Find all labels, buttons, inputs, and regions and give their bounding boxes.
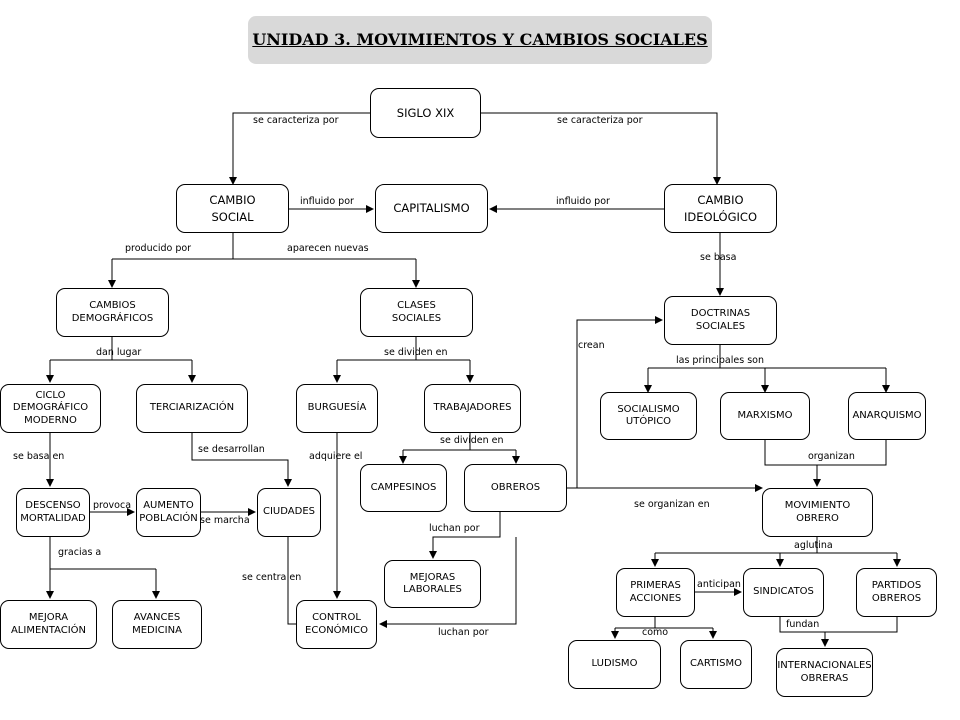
- edge-label: luchan por: [438, 627, 489, 638]
- edge-label: producido por: [125, 243, 192, 254]
- edge-label: influido por: [556, 196, 610, 207]
- connector: [481, 112, 721, 185]
- connector: [429, 512, 501, 559]
- node-capitalismo: CAPITALISMO: [375, 184, 488, 233]
- node-trabajadores: TRABAJADORES: [424, 384, 521, 433]
- page-title: UNIDAD 3. MOVIMIENTOS Y CAMBIOS SOCIALES: [252, 30, 708, 49]
- node-terciarizacion: TERCIARIZACIÓN: [136, 384, 248, 433]
- edge-label: anticipan: [697, 579, 741, 590]
- node-internacionales-obreras: INTERNACIONALES OBRERAS: [776, 648, 873, 697]
- node-siglo-xix: SIGLO XIX: [370, 88, 481, 138]
- node-anarquismo: ANARQUISMO: [848, 392, 926, 440]
- edge-label: dan lugar: [96, 347, 142, 358]
- node-obreros: OBREROS: [464, 464, 567, 512]
- node-ciclo-demografico: CICLO DEMOGRÁFICO MODERNO: [0, 384, 101, 433]
- node-cambio-social: CAMBIO SOCIAL: [176, 184, 289, 233]
- node-aumento-poblacion: AUMENTO POBLACIÓN: [136, 488, 201, 537]
- edge-label: aparecen nuevas: [287, 243, 369, 254]
- node-marxismo: MARXISMO: [720, 392, 810, 440]
- node-avances-medicina: AVANCES MEDICINA: [112, 600, 202, 649]
- node-partidos-obreros: PARTIDOS OBREROS: [856, 568, 937, 617]
- edge-label: se centra en: [242, 572, 302, 583]
- node-ludismo: LUDISMO: [568, 640, 661, 689]
- title-banner: UNIDAD 3. MOVIMIENTOS Y CAMBIOS SOCIALES: [248, 16, 712, 64]
- edge-label: se desarrollan: [198, 444, 265, 455]
- node-primeras-acciones: PRIMERAS ACCIONES: [616, 568, 695, 617]
- node-burguesia: BURGUESÍA: [296, 384, 378, 433]
- edge-label: se basa: [700, 252, 737, 263]
- edge-label: se basa en: [13, 451, 65, 462]
- node-mejora-alimentacion: MEJORA ALIMENTACIÓN: [0, 600, 97, 649]
- edge-label: adquiere el: [309, 451, 363, 462]
- connector: [379, 537, 517, 628]
- node-descenso-mortalidad: DESCENSO MORTALIDAD: [16, 488, 90, 537]
- edge-label: se marcha: [200, 515, 250, 526]
- node-movimiento-obrero: MOVIMIENTO OBRERO: [762, 488, 873, 537]
- edge-label: gracias a: [58, 547, 102, 558]
- edge-label: crean: [578, 340, 605, 351]
- connector: [229, 112, 370, 185]
- node-clases-sociales: CLASES SOCIALES: [360, 288, 473, 337]
- edge-label: se caracteriza por: [253, 115, 339, 126]
- node-ciudades: CIUDADES: [257, 488, 321, 537]
- edge-label: las principales son: [676, 355, 764, 366]
- node-control-economico: CONTROL ECONÓMICO: [296, 600, 377, 649]
- node-socialismo-utopico: SOCIALISMO UTÓPICO: [600, 392, 697, 440]
- edge-label: provoca: [93, 500, 132, 511]
- edge-label: aglutina: [794, 540, 833, 551]
- edge-label: se dividen en: [440, 435, 504, 446]
- edge-label: fundan: [786, 619, 820, 630]
- edge-label: se organizan en: [634, 499, 710, 510]
- connector: [284, 526, 296, 625]
- edge-label: luchan por: [429, 523, 480, 534]
- node-sindicatos: SINDICATOS: [743, 568, 824, 617]
- node-cambios-demograficos: CAMBIOS DEMOGRÁFICOS: [56, 288, 169, 337]
- node-campesinos: CAMPESINOS: [360, 464, 447, 512]
- edge-label: se dividen en: [384, 347, 448, 358]
- connector: [191, 433, 292, 487]
- node-cartismo: CARTISMO: [680, 640, 752, 689]
- node-mejoras-laborales: MEJORAS LABORALES: [384, 560, 481, 608]
- edge-label: influido por: [300, 196, 354, 207]
- edge-label: organizan: [808, 451, 855, 462]
- connector: [764, 440, 887, 466]
- node-doctrinas-sociales: DOCTRINAS SOCIALES: [664, 296, 777, 345]
- connector: [779, 617, 898, 633]
- edge-label: se caracteriza por: [557, 115, 643, 126]
- node-cambio-ideologico: CAMBIO IDEOLÓGICO: [664, 184, 777, 233]
- edge-label: como: [642, 627, 669, 638]
